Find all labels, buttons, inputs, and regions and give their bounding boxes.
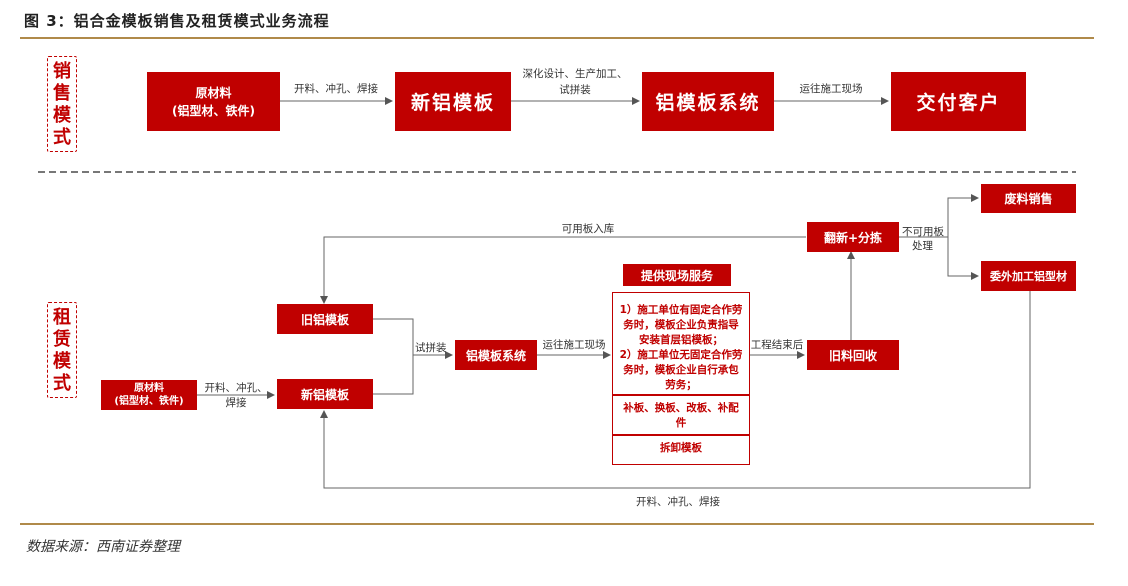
rental-new-panel-box: 新铝模板 — [277, 379, 373, 409]
scrap-sales-box: 废料销售 — [981, 184, 1076, 213]
outsource-box: 委外加工铝型材 — [981, 261, 1076, 291]
sales-edge-cutting-label: 开料、冲孔、焊接 — [294, 83, 378, 95]
sales-edge-transport-label: 运往施工现场 — [799, 83, 863, 95]
service-divider-1 — [613, 394, 749, 396]
edge-transport-label: 运往施工现场 — [542, 339, 606, 351]
refurbish-box: 翻新+分拣 — [807, 222, 899, 252]
edge-unusable-label-2: 处理 — [912, 240, 933, 252]
rental-raw-materials-box: 原材料(铝型材、铁件) — [101, 380, 197, 410]
edge-unusable-label-1: 不可用板 — [902, 226, 944, 238]
service-details-box: 1）施工单位有固定合作劳务时，模板企业负责指导安装首层铝模板； 2）施工单位无固… — [612, 292, 750, 465]
service-item-3: 补板、换板、改板、补配件 — [623, 402, 739, 429]
figure-title: 图 3：铝合金模板销售及租赁模式业务流程 — [24, 12, 330, 30]
service-item-2: 2）施工单位无固定合作劳务时，模板企业自行承包劳务； — [619, 349, 743, 391]
sales-customer-box: 交付客户 — [891, 72, 1026, 131]
sales-new-panel-box: 新铝模板 — [395, 72, 511, 131]
bottom-rule — [20, 523, 1094, 525]
sales-edge-design-label-1: 深化设计、生产加工、 — [522, 68, 628, 80]
rental-side-label: 租赁 模式 — [47, 302, 77, 398]
sales-system-box: 铝模板系统 — [642, 72, 774, 131]
edge-trial-assembly-label: 试拼装 — [415, 342, 447, 354]
service-header-box: 提供现场服务 — [623, 264, 731, 286]
edge-usable-storage-label: 可用板入库 — [561, 223, 615, 235]
rental-old-panel-box: 旧铝模板 — [277, 304, 373, 334]
edge-bottom-cutting-label: 开料、冲孔、焊接 — [636, 496, 720, 508]
sales-edge-design-label-2: 试拼装 — [559, 84, 591, 96]
edge-project-end-label: 工程结束后 — [750, 339, 804, 351]
rental-edge-cutting-label-2: 焊接 — [225, 397, 247, 409]
rental-system-box: 铝模板系统 — [455, 340, 537, 370]
service-item-4: 拆卸模板 — [660, 442, 702, 454]
service-item-1: 1）施工单位有固定合作劳务时，模板企业负责指导安装首层铝模板； — [619, 304, 743, 346]
sales-raw-materials-box: 原材料(铝型材、铁件) — [147, 72, 280, 131]
sales-side-label: 销售 模式 — [47, 56, 77, 152]
top-rule — [20, 37, 1094, 39]
recycle-box: 旧料回收 — [807, 340, 899, 370]
service-divider-2 — [613, 434, 749, 436]
source-note: 数据来源：西南证券整理 — [26, 539, 180, 555]
rental-edge-cutting-label-1: 开料、冲孔、 — [204, 382, 268, 394]
